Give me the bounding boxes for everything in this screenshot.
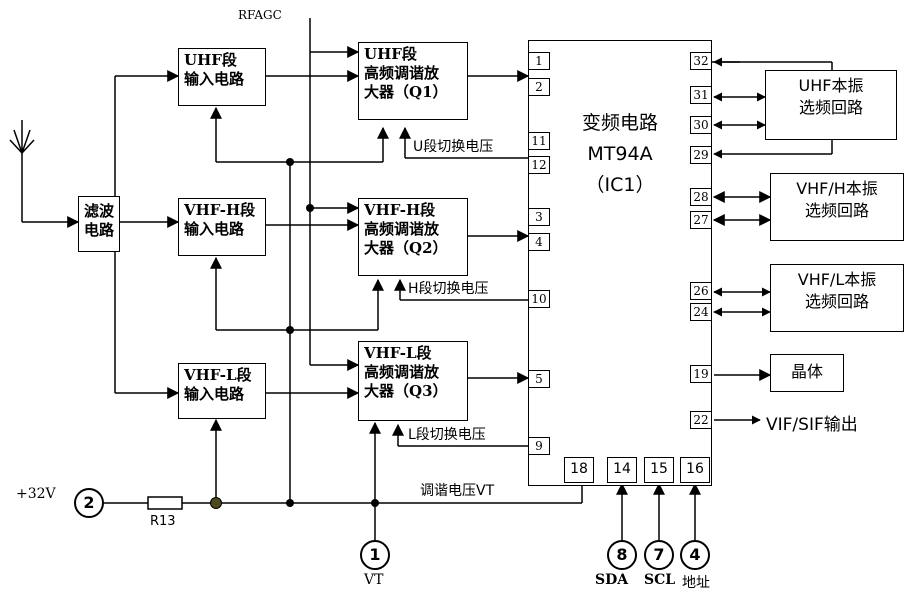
vhfh-amp-line-3: 大器（Q2） — [364, 239, 448, 257]
pin-22: 22 — [690, 411, 712, 429]
pin-27: 27 — [690, 211, 712, 229]
pin-2: 2 — [528, 78, 550, 96]
h-switch-label: H段切换电压 — [408, 281, 489, 297]
tuning-voltage-label: 调谐电压VT — [420, 483, 495, 499]
pin-9: 9 — [528, 437, 550, 455]
pin-30: 30 — [690, 116, 712, 134]
pin-32: 32 — [690, 52, 712, 70]
resistor-label: R13 — [150, 514, 176, 529]
vhfl-amp-line-2: 高频调谐放 — [364, 363, 440, 381]
vhfh-amp-line-1: VHF-H段 — [364, 201, 436, 219]
uhf-amp-block: UHF段 高频调谐放 大器（Q1） — [358, 42, 468, 120]
rfagc-label: RFAGC — [238, 8, 282, 22]
filter-line-2: 电路 — [83, 221, 114, 239]
vhfl-osc-line-2: 选频回路 — [804, 292, 869, 311]
antenna-icon — [9, 120, 35, 156]
uhf-input-line-1: UHF段 — [184, 51, 237, 69]
vhfl-input-block: VHF-L段 输入电路 — [178, 363, 266, 419]
ic-mt94a — [528, 40, 712, 486]
vhfh-input-line-2: 输入电路 — [184, 220, 245, 238]
vif-output-label: VIF/SIF输出 — [766, 415, 858, 435]
crystal-label: 晶体 — [790, 362, 823, 381]
ic-name: 变频电路 — [581, 112, 658, 134]
vhfl-amp-line-3: 大器（Q3） — [364, 382, 448, 400]
pin-4: 4 — [528, 233, 550, 251]
uhf-amp-line-2: 高频调谐放 — [364, 64, 440, 82]
supply-label: +32V — [16, 486, 56, 502]
uhf-amp-line-3: 大器（Q1） — [364, 83, 448, 101]
pin-15: 15 — [644, 457, 674, 483]
pin-11: 11 — [528, 132, 550, 150]
pin-14: 14 — [607, 457, 637, 483]
pin-31: 31 — [690, 86, 712, 104]
l-switch-label: L段切换电压 — [408, 427, 486, 443]
terminal-4: 4 — [680, 540, 710, 570]
resistor-r13 — [147, 496, 183, 510]
uhf-input-line-2: 输入电路 — [184, 70, 245, 88]
vhfl-amp-line-1: VHF-L段 — [364, 344, 432, 362]
terminal-1: 1 — [360, 540, 390, 570]
terminal-8: 8 — [607, 540, 637, 570]
pin-19: 19 — [690, 365, 712, 383]
pin-24: 24 — [690, 303, 712, 321]
pin-18: 18 — [564, 457, 594, 483]
sda-label: SDA — [595, 572, 629, 588]
address-label: 地址 — [682, 575, 710, 591]
vhfh-input-block: VHF-H段 输入电路 — [178, 198, 266, 256]
terminal-2: 2 — [74, 488, 104, 518]
terminal-7: 7 — [644, 540, 674, 570]
pin-16: 16 — [680, 457, 710, 483]
uhf-osc-line-2: 选频回路 — [798, 98, 863, 117]
pin-28: 28 — [690, 188, 712, 206]
pin-3: 3 — [528, 208, 550, 226]
vt-label: VT — [364, 572, 384, 588]
pin-29: 29 — [690, 146, 712, 164]
u-switch-label: U段切换电压 — [413, 139, 494, 155]
crystal-block: 晶体 — [770, 354, 844, 392]
pin-5: 5 — [528, 370, 550, 388]
vhfh-amp-block: VHF-H段 高频调谐放 大器（Q2） — [358, 198, 468, 276]
vhfh-input-line-1: VHF-H段 — [184, 201, 256, 219]
node-dot — [210, 497, 222, 509]
ic-ref: （IC1） — [585, 174, 655, 196]
uhf-input-block: UHF段 输入电路 — [178, 48, 266, 106]
vhfh-osc-block: VHF/H本振 选频回路 — [770, 173, 904, 241]
vhfl-osc-line-1: VHF/L本振 — [797, 270, 877, 289]
ic-model: MT94A — [587, 143, 653, 165]
uhf-osc-block: UHF本振 选频回路 — [765, 70, 897, 140]
pin-12: 12 — [528, 156, 550, 174]
ic-title: 变频电路 MT94A （IC1） — [560, 108, 680, 201]
vhfl-osc-block: VHF/L本振 选频回路 — [770, 264, 904, 332]
filter-block: 滤波 电路 — [78, 196, 120, 252]
vhfh-amp-line-2: 高频调谐放 — [364, 220, 440, 238]
pin-26: 26 — [690, 282, 712, 300]
vhfl-input-line-2: 输入电路 — [184, 385, 245, 403]
vhfh-osc-line-1: VHF/H本振 — [796, 179, 878, 198]
uhf-osc-line-1: UHF本振 — [798, 76, 864, 95]
scl-label: SCL — [644, 572, 676, 588]
vhfl-amp-block: VHF-L段 高频调谐放 大器（Q3） — [358, 341, 468, 421]
pin-10: 10 — [528, 290, 550, 308]
uhf-amp-line-1: UHF段 — [364, 45, 417, 63]
vhfh-osc-line-2: 选频回路 — [804, 201, 869, 220]
pin-1: 1 — [528, 52, 550, 70]
vhfl-input-line-1: VHF-L段 — [184, 366, 252, 384]
filter-line-1: 滤波 — [83, 202, 114, 220]
